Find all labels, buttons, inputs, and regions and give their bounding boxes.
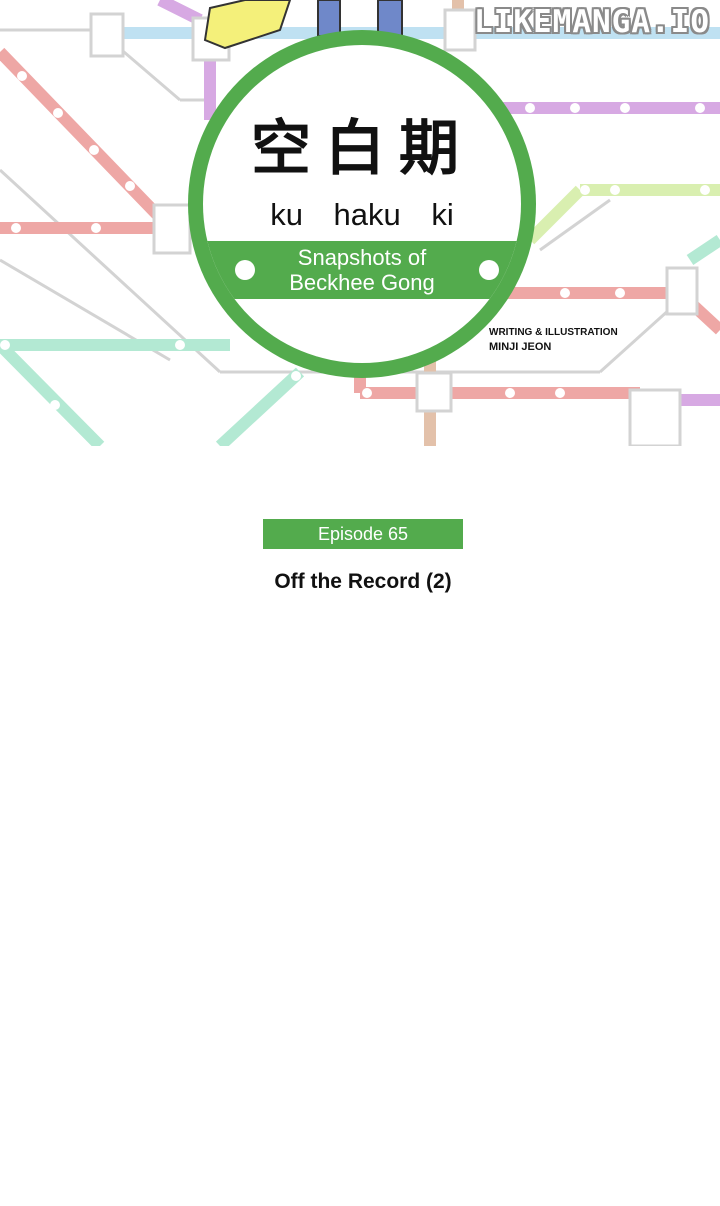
right-dot-icon: [479, 260, 499, 280]
subtitle-text: Snapshots of Beckhee Gong: [289, 245, 435, 295]
episode-title: Off the Record (2): [274, 570, 452, 593]
left-dot-icon: [235, 260, 255, 280]
credits: WRITING & ILLUSTRATION MINJI JEON: [489, 326, 618, 354]
credit-name: MINJI JEON: [489, 341, 552, 353]
episode-badge: Episode 65: [263, 519, 463, 549]
subway-map-background: [0, 0, 720, 446]
credit-role: WRITING & ILLUSTRATION: [489, 327, 618, 338]
site-watermark: LIKEMANGA.IO: [474, 4, 710, 40]
title-kanji: 空白期: [251, 114, 473, 184]
cover-illustration: LIKEMANGA.IO 空白期 ku haku ki Snapshots of…: [0, 0, 720, 446]
subtitle-band: Snapshots of Beckhee Gong: [203, 241, 521, 299]
station-sign: 空白期 ku haku ki Snapshots of Beckhee Gong: [188, 30, 536, 378]
title-romaji: ku haku ki: [270, 197, 454, 232]
station-sign-face: 空白期 ku haku ki Snapshots of Beckhee Gong: [203, 45, 521, 363]
